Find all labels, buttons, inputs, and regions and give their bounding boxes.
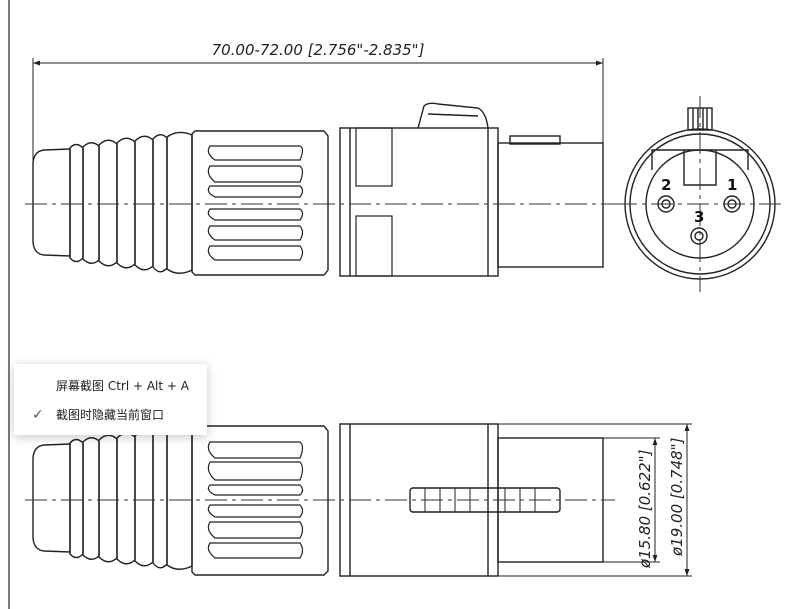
inner-diameter-label: ø15.80 [0.622"] bbox=[636, 449, 654, 569]
length-dimension-label: 70.00-72.00 [2.756"-2.835"] bbox=[212, 41, 425, 59]
latch bbox=[417, 102, 489, 129]
boot-tip bbox=[32, 148, 71, 257]
connector-body bbox=[339, 127, 499, 277]
pin-label-3: 3 bbox=[694, 208, 704, 226]
pin-label-1: 1 bbox=[727, 176, 737, 194]
boot-ribs bbox=[69, 131, 193, 274]
screenshot-context-menu: 屏幕截图 Ctrl + Alt + A ✓ 截图时隐藏当前窗口 bbox=[14, 364, 207, 435]
length-dimension bbox=[32, 58, 604, 185]
checkmark-icon: ✓ bbox=[32, 407, 44, 423]
collet-grips bbox=[207, 145, 304, 261]
menu-item-screenshot-label: 屏幕截图 Ctrl + Alt + A bbox=[56, 379, 189, 393]
boot-ribs-bottom bbox=[69, 426, 193, 570]
front-insert bbox=[497, 142, 604, 268]
menu-item-hide-window-label: 截图时隐藏当前窗口 bbox=[56, 408, 165, 422]
connector-side-view bbox=[32, 102, 604, 277]
menu-item-hide-window[interactable]: ✓ 截图时隐藏当前窗口 bbox=[14, 402, 207, 428]
collet-grips-bottom bbox=[207, 441, 304, 559]
collet-bottom bbox=[191, 425, 329, 576]
pin-3-socket bbox=[690, 227, 708, 245]
menu-item-screenshot[interactable]: 屏幕截图 Ctrl + Alt + A bbox=[14, 373, 207, 399]
boot-tip-bottom bbox=[32, 443, 71, 553]
collet bbox=[191, 130, 329, 276]
pin-label-2: 2 bbox=[661, 176, 671, 194]
outer-diameter-label: ø19.00 [0.748"] bbox=[668, 437, 686, 557]
diameter-dimensions bbox=[498, 423, 692, 577]
